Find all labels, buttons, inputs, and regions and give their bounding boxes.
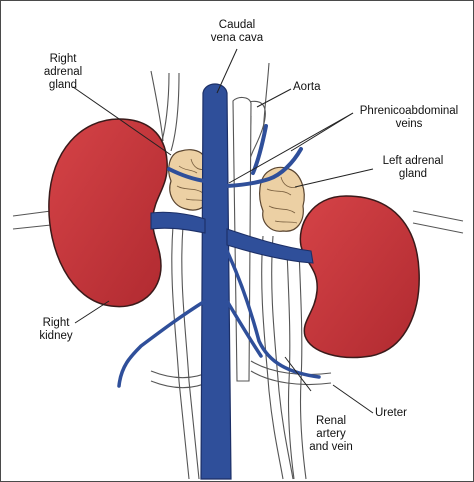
left-kidney [299, 195, 420, 359]
leader-lines [72, 48, 374, 414]
label-caudal-vena-cava-line1: Caudal [218, 19, 256, 31]
label-right-kidney-line2: kidney [39, 330, 73, 342]
label-left-adrenal-gland-line1: Left adrenal [382, 155, 444, 167]
label-aorta: Aorta [293, 81, 321, 93]
label-renal-artery-and-vein: Renal artery and vein [301, 415, 361, 454]
label-phrenicoabdominal-veins-line1: Phrenicoabdominal [359, 105, 459, 117]
label-left-adrenal-gland-line2: gland [398, 168, 428, 180]
label-right-adrenal-gland-line2: adrenal [43, 66, 83, 78]
label-caudal-vena-cava: Caudal vena cava [197, 19, 277, 45]
label-right-kidney: Right kidney [31, 317, 81, 343]
label-caudal-vena-cava-line2: vena cava [210, 32, 264, 44]
label-right-kidney-line1: Right [42, 317, 70, 329]
label-renal-artery-and-vein-line1: Renal [315, 415, 347, 427]
label-right-adrenal-gland-line1: Right [49, 53, 77, 65]
label-renal-artery-and-vein-line3: and vein [309, 441, 353, 453]
phrenicoabdominal-veins [167, 124, 303, 188]
label-left-adrenal-gland: Left adrenal gland [373, 155, 453, 181]
label-ureter: Ureter [375, 407, 407, 419]
left-adrenal-gland [259, 166, 305, 232]
label-right-adrenal-gland: Right adrenal gland [33, 53, 93, 92]
background-vessels [12, 62, 464, 480]
right-kidney [48, 118, 168, 308]
label-phrenicoabdominal-veins-line2: veins [395, 118, 423, 130]
label-renal-artery-and-vein-line2: artery [316, 428, 346, 440]
label-right-adrenal-gland-line3: gland [48, 79, 78, 91]
gonadal-veins [117, 249, 321, 388]
caudal-vena-cava [200, 83, 232, 480]
renal-veins [150, 211, 314, 264]
label-phrenicoabdominal-veins: Phrenicoabdominal veins [353, 105, 465, 131]
